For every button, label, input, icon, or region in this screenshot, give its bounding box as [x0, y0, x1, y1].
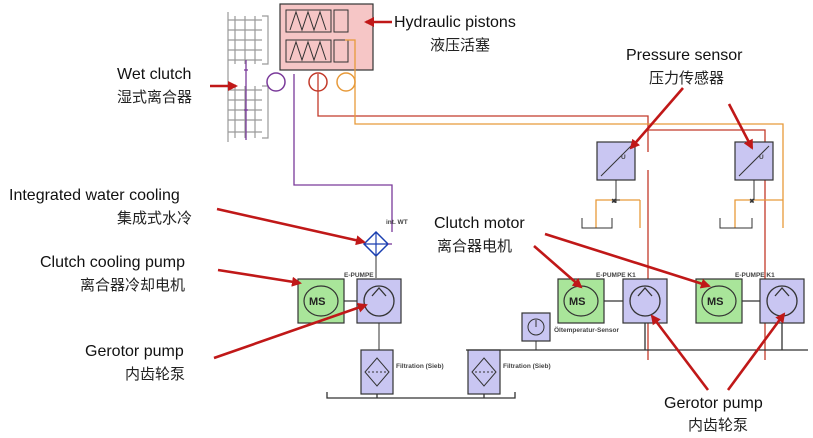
- label-clutch-motor: Clutch motor 离合器电机: [434, 215, 525, 255]
- svg-text:液压活塞: 液压活塞: [430, 36, 490, 54]
- cooling-motor-text: MS: [309, 296, 326, 308]
- epumpe-k2: E-PUMPE K1: [735, 272, 775, 279]
- filtration-left: Filtration (Sieb): [396, 363, 444, 370]
- svg-text:Clutch cooling pump: Clutch cooling pump: [40, 254, 185, 271]
- svg-text:×: ×: [750, 198, 754, 205]
- oil-temp-label: Öltemperatur-Sensor: [554, 325, 619, 334]
- sensor-wiring: × ×: [581, 180, 755, 229]
- label-wet-clutch: Wet clutch 湿式离合器: [117, 66, 192, 106]
- epumpe-k1: E-PUMPE K1: [596, 272, 636, 279]
- svg-text:Integrated water cooling: Integrated water cooling: [9, 187, 180, 204]
- arrow-cooling-pump: [217, 268, 302, 287]
- arrow-pressure-sensor-right: [727, 103, 754, 150]
- svg-text:压力传感器: 压力传感器: [649, 70, 724, 87]
- wt-label: int. WT: [386, 219, 408, 226]
- clutch-motor-1-text: MS: [569, 296, 586, 308]
- sump-lines: [326, 323, 808, 399]
- annotation-arrows: [210, 17, 786, 391]
- filter-right: Filtration (Sieb): [467, 349, 551, 395]
- arrow-pressure-sensor-left: [629, 87, 684, 150]
- arrow-water-cooling: [216, 207, 366, 246]
- purple-pipe: [244, 60, 393, 232]
- svg-text:Gerotor pump: Gerotor pump: [85, 343, 184, 360]
- epumpe-cooling: E-PUMPE: [344, 272, 374, 279]
- label-cooling-pump: Clutch cooling pump 离合器冷却电机: [40, 254, 185, 294]
- clutch-motor-group-2: MS E-PUMPE K1: [695, 272, 805, 324]
- sensor-letter-right: U: [759, 154, 764, 161]
- cooling-pump-group: MS E-PUMPE: [297, 272, 402, 324]
- label-gerotor-left: Gerotor pump 内齿轮泵: [85, 343, 185, 383]
- svg-text:内齿轮泵: 内齿轮泵: [125, 366, 185, 383]
- svg-text:Gerotor pump: Gerotor pump: [664, 395, 763, 412]
- label-hydraulic-pistons: Hydraulic pistons 液压活塞: [394, 14, 516, 54]
- svg-text:Hydraulic pistons: Hydraulic pistons: [394, 14, 516, 31]
- filter-left: Filtration (Sieb): [360, 349, 444, 395]
- svg-text:Clutch motor: Clutch motor: [434, 215, 525, 232]
- orange-pipe: [345, 39, 784, 228]
- wet-clutch-plates: [227, 12, 269, 142]
- arrow-clutch-motor-2: [544, 232, 711, 289]
- clutch-motor-group-1: MS E-PUMPE K1: [557, 272, 668, 324]
- red-pipe: [317, 74, 766, 360]
- water-cooler: int. WT: [362, 219, 408, 258]
- label-gerotor-right: Gerotor pump 内齿轮泵: [664, 395, 763, 434]
- label-pressure-sensor: Pressure sensor 压力传感器: [626, 47, 743, 87]
- clutch-motor-2-text: MS: [707, 296, 724, 308]
- arrow-clutch-motor-1: [533, 245, 583, 289]
- sensor-letter-left: U: [621, 154, 626, 161]
- svg-text:内齿轮泵: 内齿轮泵: [688, 417, 748, 434]
- svg-text:离合器电机: 离合器电机: [437, 238, 512, 255]
- label-water-cooling: Integrated water cooling 集成式水冷: [9, 187, 192, 227]
- svg-text:Pressure sensor: Pressure sensor: [626, 47, 743, 64]
- svg-text:离合器冷却电机: 离合器冷却电机: [80, 277, 185, 294]
- svg-text:湿式离合器: 湿式离合器: [117, 89, 192, 106]
- arrow-gerotor-right-2: [726, 312, 786, 391]
- arrow-gerotor-left: [213, 302, 368, 360]
- piston-ports: [266, 72, 356, 92]
- svg-text:×: ×: [612, 198, 616, 205]
- pressure-sensor-right: U: [734, 141, 774, 181]
- svg-text:集成式水冷: 集成式水冷: [117, 210, 192, 227]
- pressure-sensor-left: U: [596, 141, 636, 181]
- arrow-gerotor-right-1: [650, 314, 710, 391]
- hydraulic-piston-block: [279, 3, 374, 71]
- svg-text:Wet clutch: Wet clutch: [117, 66, 191, 83]
- filtration-right: Filtration (Sieb): [503, 363, 551, 370]
